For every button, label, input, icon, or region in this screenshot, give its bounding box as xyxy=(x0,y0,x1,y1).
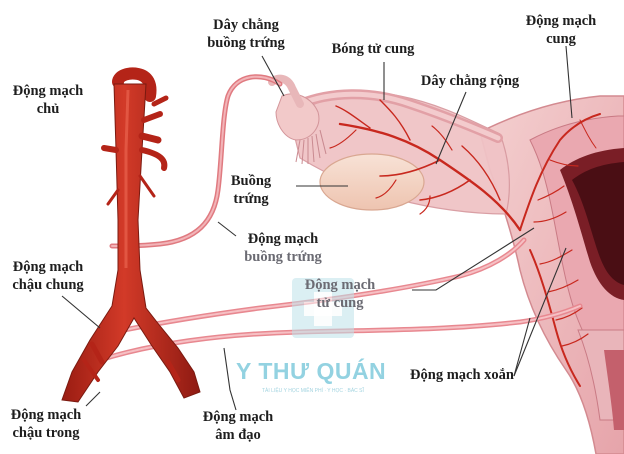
watermark-subtitle: TÀI LIỆU Y HỌC MIỄN PHÍ · Y HỌC · BÁC SĨ xyxy=(262,388,364,394)
label-uterine-tube: Bóng tử cung xyxy=(331,41,415,57)
label-vaginal-artery: Động mạch âm đạo xyxy=(202,409,274,443)
label-ovarian-ligament: Dây chằng buồng trứng xyxy=(207,17,285,51)
label-ovary: Buồng trứng xyxy=(230,173,272,207)
uterine-artery-branches xyxy=(329,99,522,232)
broad-ligament xyxy=(289,89,510,215)
label-internal-iliac-artery: Động mạch chậu trong xyxy=(10,407,82,441)
label-uterine-artery: Động mạch tử cung xyxy=(304,277,376,311)
watermark-logo xyxy=(236,278,414,392)
leader-lines xyxy=(61,45,573,411)
label-arcuate-artery: Động mạch cung xyxy=(525,13,597,47)
label-aorta: Động mạch chủ xyxy=(12,83,84,117)
label-broad-ligament: Dây chằng rộng xyxy=(420,73,520,89)
label-ovarian-artery: Động mạch buồng trứng xyxy=(244,231,322,265)
watermark-text: Y THƯ QUÁN xyxy=(236,358,387,384)
ovary xyxy=(319,153,425,211)
label-common-iliac-artery: Động mạch chậu chung xyxy=(12,259,84,293)
uterus xyxy=(479,95,624,454)
fimbriae xyxy=(275,93,327,165)
arcuate-arteries xyxy=(519,113,601,387)
label-spiral-artery: Động mạch xoắn xyxy=(410,367,514,383)
aorta-and-iliacs xyxy=(61,67,201,403)
